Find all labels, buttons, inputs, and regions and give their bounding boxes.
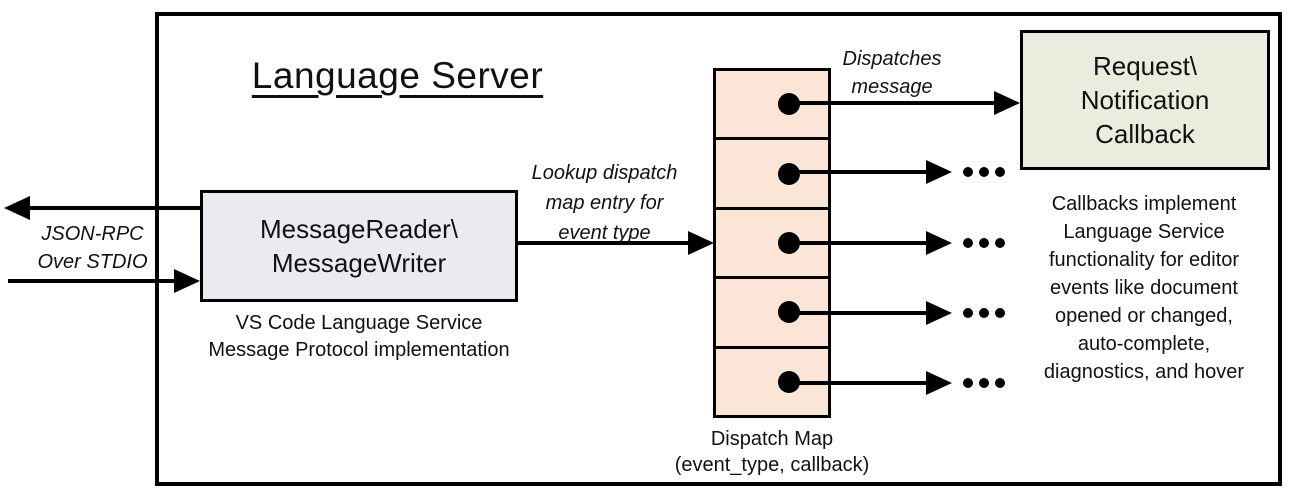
- stdio-in-arrowhead-icon: [174, 269, 200, 293]
- stdio-out-arrowhead-icon: [4, 196, 30, 220]
- dispatch-map-cell: [716, 71, 828, 141]
- dispatch-map-cell: [716, 140, 828, 210]
- dispatch-map-caption: Dispatch Map (event_type, callback): [674, 428, 870, 476]
- dispatch-arrow-2-head-icon: [926, 160, 952, 184]
- lookup-label: Lookup dispatch map entry for event type: [531, 162, 678, 244]
- dispatch-arrow-2-line: [787, 170, 927, 174]
- lookup-arrow-line: [517, 241, 689, 245]
- dispatch-arrow-3-line: [787, 241, 927, 245]
- dispatch-arrow-5-head-icon: [926, 371, 952, 395]
- lookup-arrowhead-icon: [688, 231, 714, 255]
- dispatch-arrow-1-line: [787, 101, 996, 105]
- callbacks-caption: Callbacks implement Language Service fun…: [1043, 193, 1245, 383]
- dispatch-arrow-4-head-icon: [926, 301, 952, 325]
- request-notification-callback-box: Request\ Notification Callback: [1020, 30, 1270, 170]
- ellipsis-icon: [963, 378, 1005, 388]
- ellipsis-icon: [963, 238, 1005, 248]
- dispatches-message-label: Dispatches message: [842, 48, 942, 98]
- ellipsis-icon: [963, 308, 1005, 318]
- message-reader-caption: VS Code Language Service Message Protoco…: [208, 312, 510, 361]
- ellipsis-icon: [963, 167, 1005, 177]
- diagram-title: Language Server: [251, 55, 544, 96]
- stdio-channel-label: JSON-RPC Over STDIO: [37, 223, 148, 273]
- message-reader-writer-box: MessageReader\ MessageWriter: [200, 190, 518, 302]
- stdio-in-arrow-line: [8, 279, 176, 283]
- dispatch-arrow-1-head-icon: [994, 91, 1020, 115]
- dispatch-arrow-3-head-icon: [926, 231, 952, 255]
- dispatch-arrow-5-line: [787, 381, 927, 385]
- dispatch-arrow-4-line: [787, 311, 927, 315]
- stdio-out-arrow-line: [26, 206, 202, 210]
